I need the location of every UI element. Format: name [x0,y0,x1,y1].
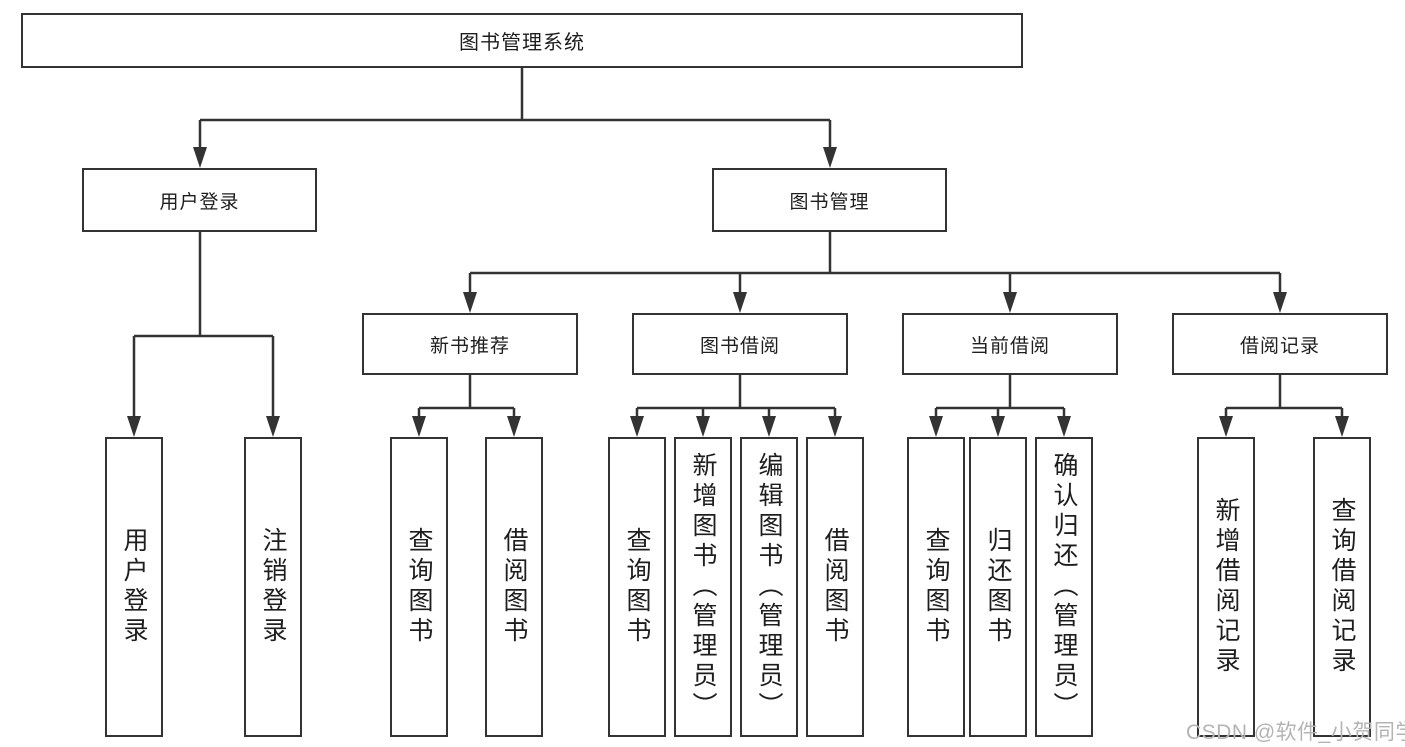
leaf-label: 查询借阅记录 [1328,497,1356,677]
leaf-label: 查询图书 [405,527,433,647]
leaf-label: 用户登录 [120,527,148,647]
node-book-borrowing: 图书借阅 [632,313,848,375]
node-current-borrowing: 当前借阅 [902,313,1118,375]
csdn-watermark: CSDN @软件_小贺同学 [1186,721,1405,744]
leaf-label: 注销登录 [259,527,287,647]
leaf-confirm-return-admin: 确认归还（管理员） [1035,437,1093,737]
leaf-label: 新增借阅记录 [1212,497,1240,677]
node-book-management: 图书管理 [712,168,947,232]
leaf-borrow-books: 借阅图书 [806,437,864,737]
node-label: 图书管理系统 [459,32,585,54]
node-label: 图书管理 [789,191,870,213]
leaf-query-books: 查询图书 [907,437,965,737]
leaf-label: 查询图书 [623,527,651,647]
node-label: 用户登录 [159,191,240,213]
leaf-add-books-admin: 新增图书（管理员） [674,437,732,737]
leaf-query-books: 查询图书 [608,437,666,737]
leaf-label: 确认归还（管理员） [1050,452,1078,722]
node-library-management-system: 图书管理系统 [21,13,1023,68]
leaf-edit-books-admin: 编辑图书（管理员） [740,437,798,737]
leaf-borrow-books: 借阅图书 [485,437,543,737]
leaf-label: 编辑图书（管理员） [755,452,783,722]
leaf-label: 归还图书 [984,527,1012,647]
node-label: 借阅记录 [1239,335,1320,357]
node-label: 图书借阅 [699,335,780,357]
arrowheads [127,147,1349,437]
node-new-book-recommend: 新书推荐 [362,313,578,375]
leaf-label: 新增图书（管理员） [689,452,717,722]
leaf-label: 借阅图书 [500,527,528,647]
leaf-logout: 注销登录 [244,437,302,737]
leaf-query-books: 查询图书 [390,437,448,737]
leaf-label: 借阅图书 [821,527,849,647]
node-label: 新书推荐 [429,335,510,357]
node-label: 当前借阅 [969,335,1050,357]
leaf-user-login: 用户登录 [105,437,163,737]
node-user-login: 用户登录 [82,168,317,232]
leaf-add-borrow-record: 新增借阅记录 [1197,437,1255,737]
leaf-query-borrow-record: 查询借阅记录 [1313,437,1371,737]
leaf-return-books: 归还图书 [969,437,1027,737]
node-borrowing-records: 借阅记录 [1172,313,1388,375]
leaf-label: 查询图书 [922,527,950,647]
